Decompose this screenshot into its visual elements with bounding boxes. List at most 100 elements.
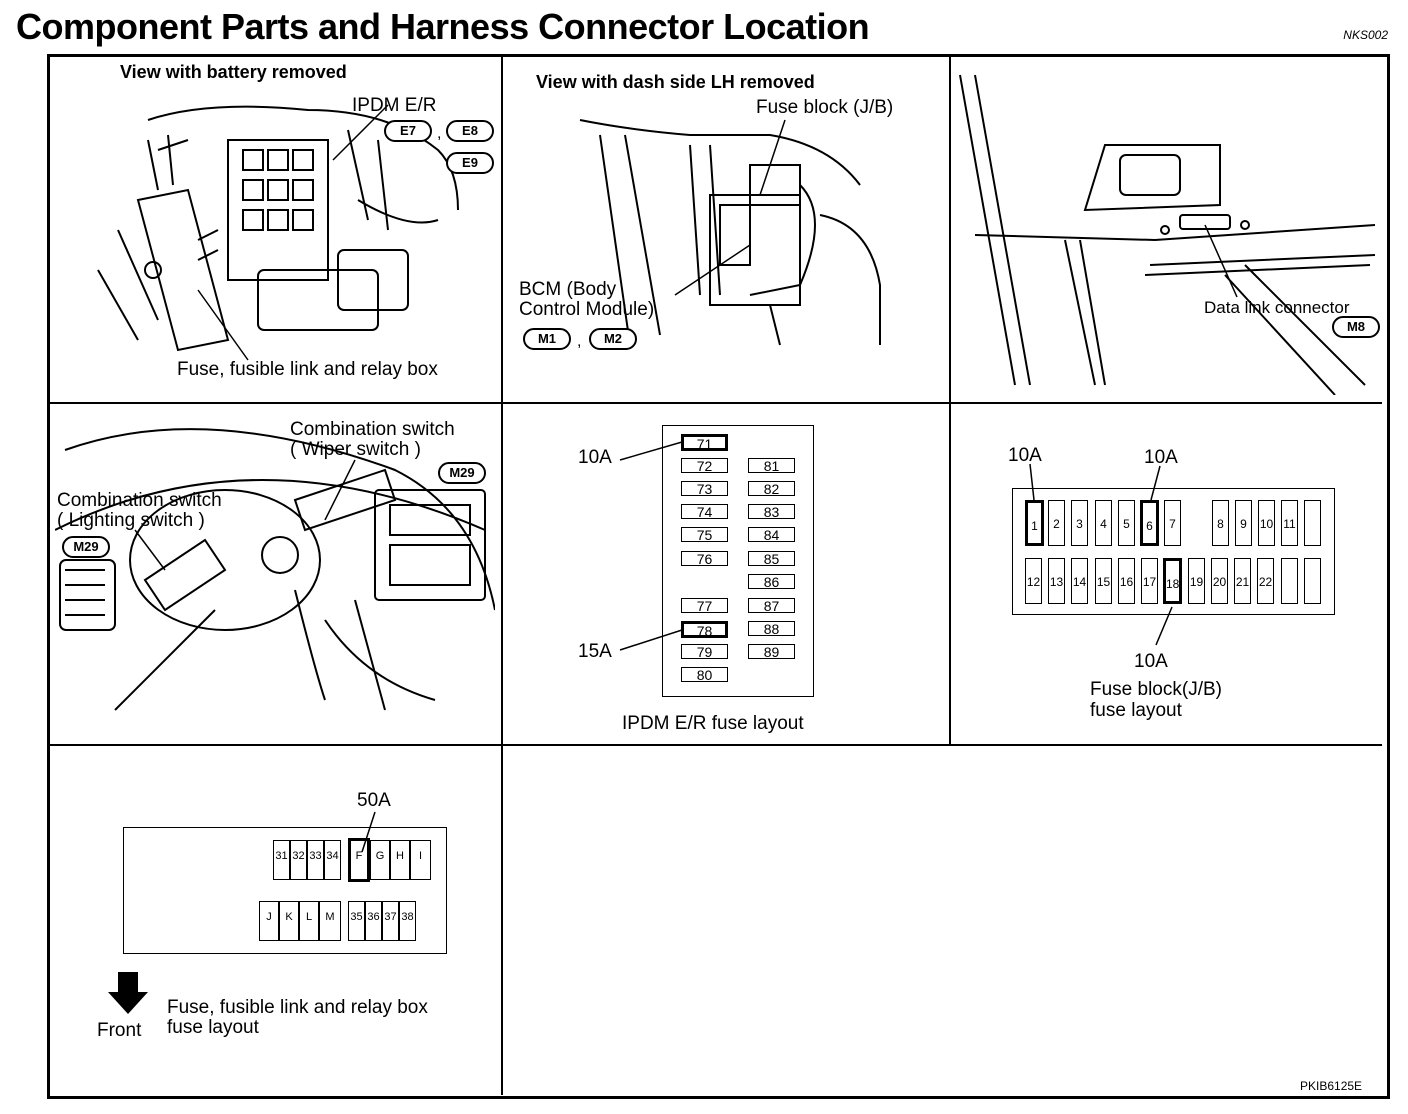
connector-m8-badge: M8	[1332, 316, 1380, 338]
jb-leader-lines	[1029, 463, 1173, 646]
fuse-cell: 5	[1118, 500, 1135, 546]
connector-e9-badge: E9	[446, 152, 494, 174]
connector-m29-badge: M29	[62, 536, 110, 558]
data-link-connector-label: Data link connector	[1204, 298, 1350, 317]
fuse-cell: 19	[1188, 558, 1205, 604]
fuse-cell: 75	[681, 527, 728, 542]
front-arrow-icon	[108, 972, 148, 1014]
fuse-cell: J	[259, 901, 279, 941]
fuse-cell	[1281, 558, 1298, 604]
connector-e8-badge: E8	[446, 120, 494, 142]
fuse-cell	[1304, 500, 1321, 546]
fuse-cell: 31	[273, 840, 290, 880]
fuse-cell: 37	[382, 901, 399, 941]
fuse-cell: 6	[1140, 500, 1159, 546]
bcm-label-line1: BCM (Body	[519, 279, 617, 300]
fuse-cell: 72	[681, 458, 728, 473]
fuse-cell: 15	[1095, 558, 1112, 604]
fuse-cell: 17	[1141, 558, 1158, 604]
connector-separator: ,	[437, 125, 442, 142]
fuse-cell: 36	[365, 901, 382, 941]
ipdm-leader-lines	[619, 441, 683, 651]
section-code: NKS002	[1343, 28, 1388, 42]
fuse-cell: 13	[1048, 558, 1065, 604]
fuse-18-rating: 10A	[1134, 651, 1168, 672]
diagram-frame	[47, 54, 1390, 1099]
fuse-cell: 74	[681, 504, 728, 519]
fuse-cell: 79	[681, 644, 728, 659]
fuse-cell: 14	[1071, 558, 1088, 604]
fuse-block-label: Fuse block (J/B)	[756, 97, 894, 118]
fuse-cell: H	[390, 840, 410, 880]
fuse-cell: 7	[1164, 500, 1181, 546]
fuse-cell: 8	[1212, 500, 1229, 546]
fuse-cell: 85	[748, 551, 795, 566]
connector-m2-badge: M2	[589, 328, 637, 350]
fuse-cell: 82	[748, 481, 795, 496]
fuse-cell: 81	[748, 458, 795, 473]
fuse-cell: 21	[1234, 558, 1251, 604]
footwell-illustration	[959, 74, 1376, 395]
fuse-cell: 76	[681, 551, 728, 566]
connector-separator: ,	[577, 333, 582, 350]
fuse-cell: 84	[748, 527, 795, 542]
fuse-cell: 9	[1235, 500, 1252, 546]
fuse-cell: 12	[1025, 558, 1042, 604]
relay-box-outline	[123, 827, 447, 954]
fuse-cell: 18	[1163, 558, 1182, 604]
fuse-cell: 71	[681, 434, 728, 451]
fuse-cell: 78	[681, 621, 728, 638]
fuse-cell: 38	[399, 901, 416, 941]
panel2-heading: View with dash side LH removed	[536, 72, 815, 92]
relay-box-leader-line	[361, 811, 376, 853]
fuse-71-rating: 10A	[578, 447, 612, 468]
fuse-cell: 1	[1025, 500, 1044, 546]
wiper-switch-label-line2: ( Wiper switch )	[290, 439, 421, 460]
fuse-cell: 77	[681, 598, 728, 613]
wiper-switch-label-line1: Combination switch	[290, 419, 455, 440]
fuse-cell: I	[410, 840, 431, 880]
fuse-f-rating: 50A	[357, 790, 391, 811]
fuse-cell: 33	[307, 840, 324, 880]
relay-box-caption-line1: Fuse, fusible link and relay box	[167, 997, 428, 1018]
fuse-cell: 34	[324, 840, 341, 880]
panel1-heading: View with battery removed	[120, 62, 347, 82]
fuse-cell	[1304, 558, 1321, 604]
fuse-cell: 73	[681, 481, 728, 496]
fuse-cell: 2	[1048, 500, 1065, 546]
fuse-cell: L	[299, 901, 319, 941]
fuse-cell: M	[319, 901, 341, 941]
jb-caption-line1: Fuse block(J/B)	[1090, 679, 1222, 700]
dash-illustration	[579, 119, 881, 346]
fuse-cell: G	[370, 840, 390, 880]
fuse-cell: 35	[348, 901, 365, 941]
fuse-cell: 11	[1281, 500, 1298, 546]
connector-m1-badge: M1	[523, 328, 571, 350]
lighting-switch-label-line2: ( Lighting switch )	[57, 510, 205, 531]
fuse-cell: 32	[290, 840, 307, 880]
figure-code: PKIB6125E	[1300, 1079, 1363, 1093]
fuse-cell: 87	[748, 598, 795, 613]
jb-fuse-box	[1012, 488, 1335, 615]
ipdm-fuse-box	[662, 425, 814, 697]
fuse-cell: 4	[1095, 500, 1112, 546]
connector-m29-badge: M29	[438, 462, 486, 484]
relay-box-caption-line2: fuse layout	[167, 1017, 259, 1038]
fuse-cell: 22	[1257, 558, 1274, 604]
fuse-cell: F	[348, 838, 370, 882]
fuse-cell: 80	[681, 667, 728, 682]
jb-caption-line2: fuse layout	[1090, 700, 1182, 721]
fuse-78-rating: 15A	[578, 641, 612, 662]
bcm-label-line2: Control Module)	[519, 299, 655, 320]
fuse-cell: 10	[1258, 500, 1275, 546]
ipdm-label: IPDM E/R	[352, 95, 437, 116]
fuse-cell: 89	[748, 644, 795, 659]
fuse-cell: 86	[748, 574, 795, 589]
fuse-cell: K	[279, 901, 299, 941]
steering-column-illustration	[55, 428, 495, 711]
engine-bay-illustration	[97, 104, 459, 361]
fuse-cell: 83	[748, 504, 795, 519]
lighting-switch-label-line1: Combination switch	[57, 490, 222, 511]
page-title: Component Parts and Harness Connector Lo…	[16, 6, 870, 47]
